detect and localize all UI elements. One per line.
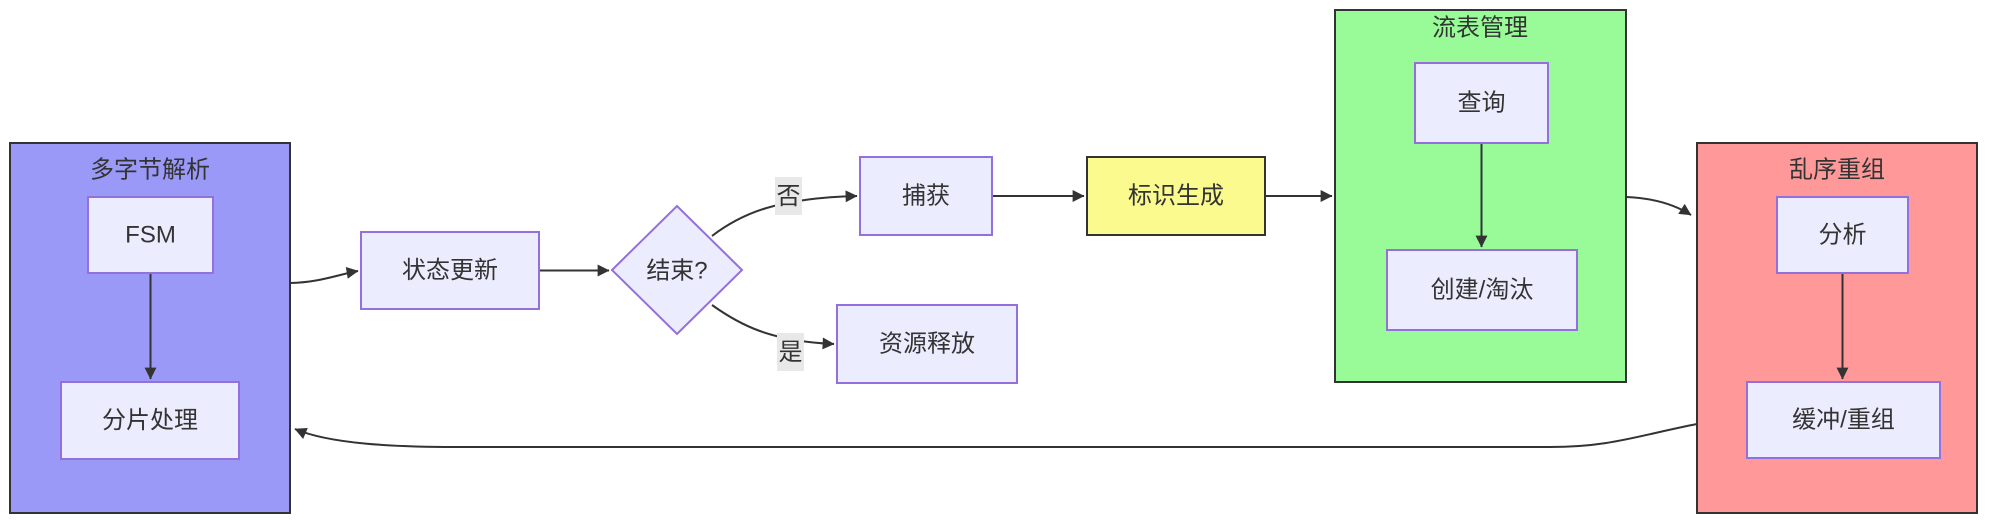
node-analysis: 分析 [1776, 196, 1909, 274]
edge-label-yes: 是 [777, 333, 804, 371]
node-id-generation-box [1086, 156, 1266, 236]
node-capture-box [859, 156, 993, 236]
node-fragment-handling-box [60, 381, 240, 460]
edge-feedback-reorder-to-parse [294, 423, 1698, 448]
node-id-generation-label: 标识生成 [1128, 183, 1224, 210]
node-create-evict: 创建/淘汰 [1386, 249, 1578, 331]
node-resource-release-box [836, 304, 1018, 384]
node-capture-label: 捕获 [902, 183, 950, 210]
edge-label-yes-bg [777, 333, 804, 371]
node-buffer-reassembly-box [1746, 381, 1941, 459]
node-resource-release: 资源释放 [836, 304, 1018, 384]
container-flow-table-title: 流表管理 [1432, 15, 1528, 42]
node-create-evict-label: 创建/淘汰 [1431, 277, 1534, 304]
node-capture: 捕获 [859, 156, 993, 236]
edge-flow-table-to-reorder [1625, 196, 1692, 216]
node-state-update-label: 状态更新 [402, 257, 498, 284]
container-reorder-title: 乱序重组 [1789, 157, 1885, 184]
node-state-update: 状态更新 [360, 231, 540, 310]
node-end-decision-diamond [610, 204, 744, 336]
node-end-decision: 结束? [610, 204, 744, 336]
node-fsm-label: FSM [125, 222, 176, 249]
node-end-decision-label: 结束? [646, 258, 707, 285]
node-analysis-label: 分析 [1819, 222, 1867, 249]
node-resource-release-label: 资源释放 [879, 331, 975, 358]
node-buffer-reassembly: 缓冲/重组 [1746, 381, 1941, 459]
node-fsm: FSM [87, 196, 214, 274]
node-query-label: 查询 [1458, 90, 1506, 117]
edge-label-no-text: 否 [777, 183, 801, 210]
node-query-box [1414, 62, 1549, 144]
edge-label-no-bg [775, 177, 802, 215]
node-buffer-reassembly-label: 缓冲/重组 [1792, 407, 1895, 434]
edge-label-yes-text: 是 [779, 339, 803, 366]
container-multibyte-parse-title: 多字节解析 [90, 157, 210, 184]
node-query: 查询 [1414, 62, 1549, 144]
node-state-update-box [360, 231, 540, 310]
edge-end-yes-to-release [711, 304, 835, 350]
node-fsm-box [87, 196, 214, 274]
node-fragment-handling: 分片处理 [60, 381, 240, 460]
edge-end-no-to-capture [711, 190, 858, 237]
edge-label-no: 否 [775, 177, 802, 215]
node-create-evict-box [1386, 249, 1578, 331]
node-fragment-handling-label: 分片处理 [102, 407, 198, 434]
edge-parse-to-state-update [289, 266, 359, 284]
node-analysis-box [1776, 196, 1909, 274]
node-id-generation: 标识生成 [1086, 156, 1266, 236]
